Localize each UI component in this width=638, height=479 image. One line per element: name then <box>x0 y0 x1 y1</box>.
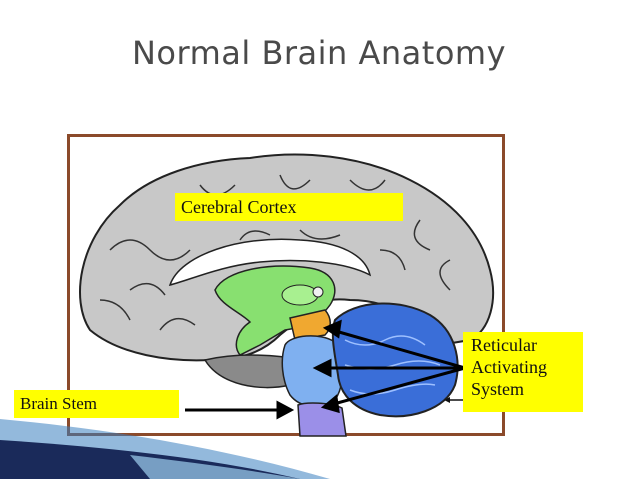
midbrain <box>289 309 331 341</box>
corpus-callosum <box>168 238 372 287</box>
cerebellum <box>331 302 459 418</box>
slide-title: Normal Brain Anatomy <box>131 34 507 72</box>
label-reticular-activating-system: Reticular Activating System <box>463 332 583 412</box>
label-ras-line-1: Reticular <box>471 335 537 355</box>
ras-arrows <box>312 319 466 414</box>
brainstem-arrow <box>185 400 295 420</box>
label-brain-stem: Brain Stem <box>14 390 179 418</box>
label-ras-line-3: System <box>471 379 525 399</box>
label-ras-line-2: Activating <box>471 357 547 377</box>
label-cerebral-cortex: Cerebral Cortex <box>175 193 403 221</box>
pineal <box>312 286 324 298</box>
